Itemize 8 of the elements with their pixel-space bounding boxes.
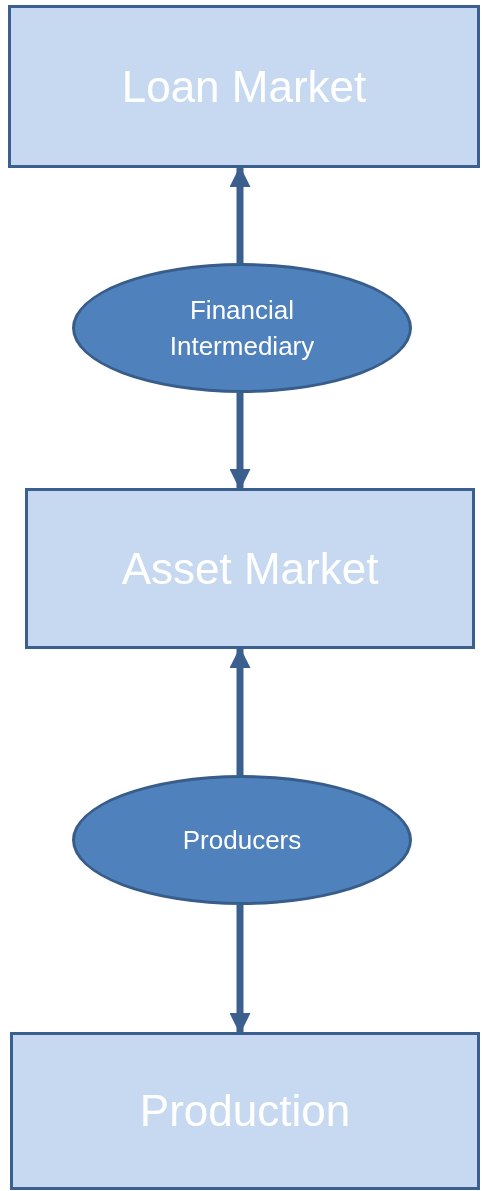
node-label: Financial Intermediary — [168, 293, 316, 363]
node-label: Producers — [181, 823, 303, 857]
market-box — [25, 488, 475, 649]
node-label: Loan Market — [121, 61, 367, 112]
market-box — [8, 5, 480, 168]
market-box — [10, 1032, 480, 1190]
node-label: Asset Market — [121, 543, 379, 594]
node-label: Production — [139, 1086, 351, 1136]
